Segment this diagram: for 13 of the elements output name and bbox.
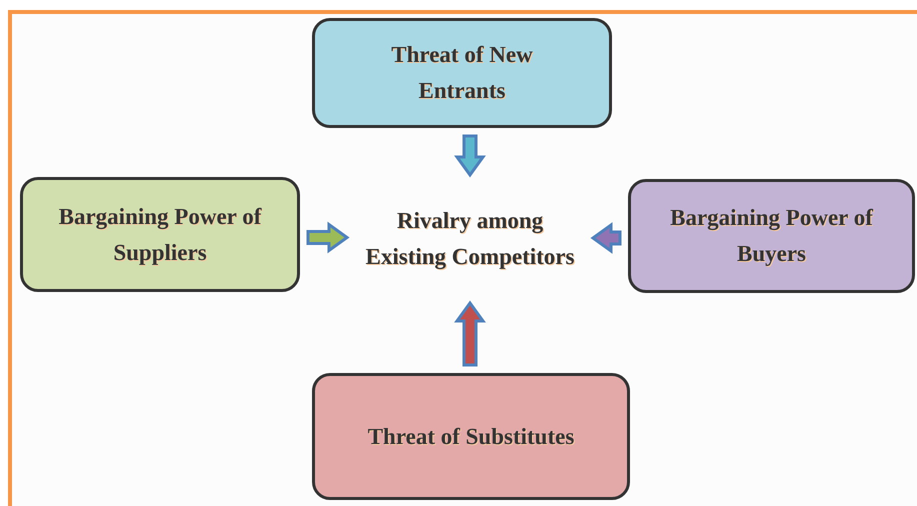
box-label: Bargaining Power of Buyers [669,204,874,268]
center-label: Rivalry among Existing Competitors [364,207,576,272]
block-arrow [590,222,622,254]
box-label: Threat of New Entrants [390,41,534,105]
box-label: Bargaining Power of Suppliers [58,202,263,267]
block-arrow [454,134,486,178]
force-box [312,373,630,500]
block-arrow [306,222,350,254]
force-box [20,177,300,292]
force-box [628,179,915,293]
box-label: Threat of Substitutes [366,422,576,451]
force-box [312,18,612,128]
block-arrow [454,300,486,366]
